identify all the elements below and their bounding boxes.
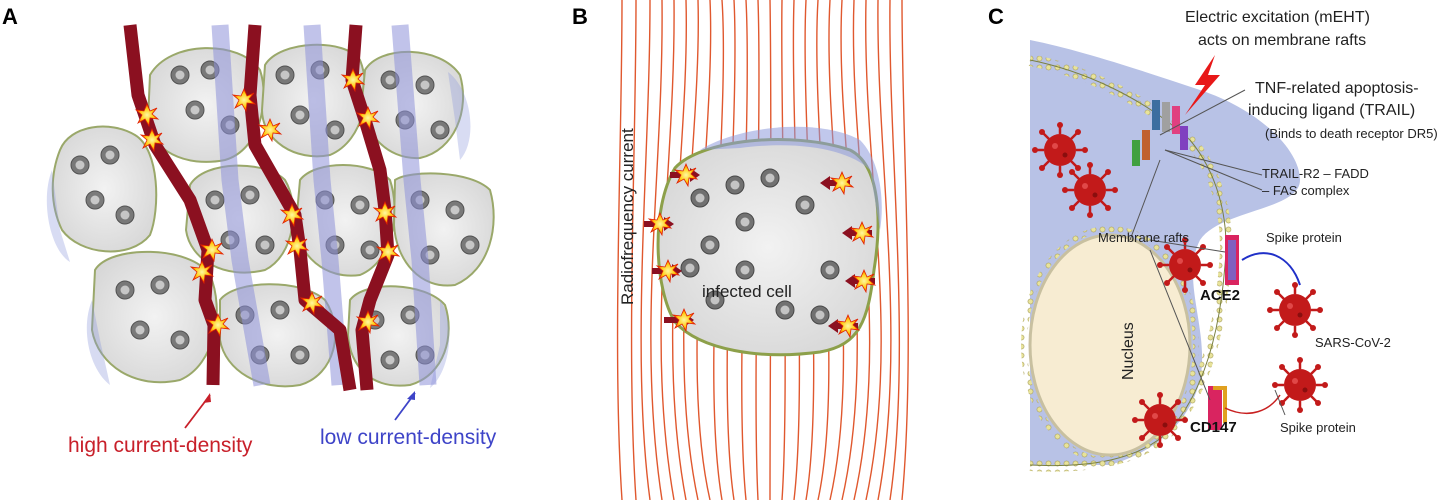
trail-complex: [1132, 100, 1188, 166]
spike-protein-bottom-label: Spike protein: [1280, 420, 1356, 435]
trail-line3: (Binds to death receptor DR5): [1265, 126, 1438, 141]
mEHT-title-line1: Electric excitation (mEHT): [1185, 9, 1370, 26]
cd147-label: CD147: [1190, 419, 1237, 436]
cd147-receptor: [1208, 386, 1227, 430]
high-current-density-label: high current-density: [68, 434, 253, 457]
complex-line1: TRAIL-R2 – FADD: [1262, 166, 1369, 181]
complex-line2: – FAS complex: [1262, 183, 1350, 198]
panel-a: A: [2, 4, 497, 457]
panel-a-label: A: [2, 4, 18, 29]
sars-cov-2-label: SARS-CoV-2: [1315, 335, 1391, 350]
mEHT-title-line2: acts on membrane rafts: [1198, 32, 1366, 49]
membrane-arrows: [644, 163, 876, 338]
ace2-label: ACE2: [1200, 287, 1240, 304]
radiofrequency-current-label: Radiofrequency current: [618, 128, 637, 305]
low-current-density-label: low current-density: [320, 426, 497, 449]
current-label-arrows: [184, 391, 416, 429]
membrane-rafts-label: Membrane rafts: [1098, 230, 1190, 245]
spike-protein-top-label: Spike protein: [1266, 230, 1342, 245]
membrane-proteins: [1132, 55, 1239, 430]
annotation-lines: [1129, 89, 1301, 416]
trail-line2: inducing ligand (TRAIL): [1248, 102, 1415, 119]
ace2-receptor: [1225, 235, 1239, 285]
infected-cell-label: infected cell: [702, 282, 792, 301]
panel-b: B: [572, 0, 909, 500]
panel-b-label: B: [572, 4, 588, 29]
infected-cell: [656, 126, 882, 357]
nucleus: Nucleus: [1021, 226, 1199, 464]
panel-c-label: C: [988, 4, 1004, 29]
trail-line1: TNF-related apoptosis-: [1255, 80, 1419, 97]
panel-c: C Nucleus: [988, 4, 1438, 472]
nucleus-label: Nucleus: [1120, 322, 1137, 380]
